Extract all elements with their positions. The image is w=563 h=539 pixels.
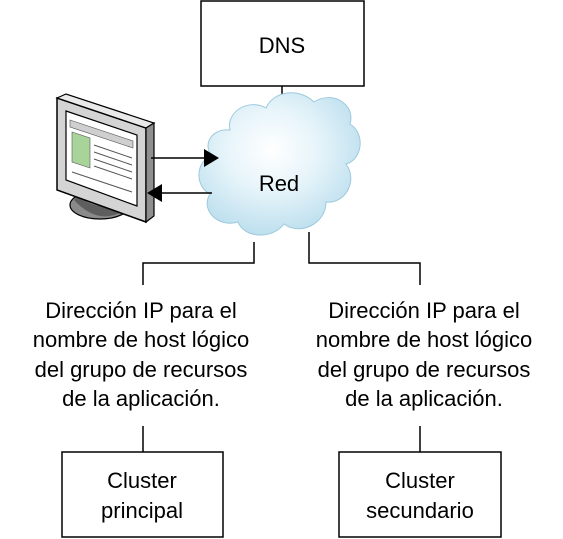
ip-label-right: Dirección IP para el nombre de host lógi… [316, 298, 532, 411]
ip-right-line-3: del grupo de recursos [318, 357, 531, 382]
dns-node: DNS [200, 0, 365, 87]
ip-right-line-2: nombre de host lógico [316, 327, 532, 352]
ip-label-left: Dirección IP para el nombre de host lógi… [33, 298, 249, 411]
dns-box [200, 0, 365, 87]
cluster-secondary-box [338, 451, 502, 538]
cluster-primary-line-2: principal [101, 498, 183, 523]
connector-right [308, 232, 421, 285]
cluster-secondary-line-2: secundario [366, 498, 474, 523]
ip-right-line-1: Dirección IP para el [328, 298, 520, 323]
ip-left-line-3: del grupo de recursos [35, 357, 248, 382]
network-cloud: Red [198, 92, 361, 236]
connector-left [142, 242, 255, 285]
cluster-secondary-line-1: Cluster [385, 468, 455, 493]
monitor-icon [55, 93, 156, 224]
ip-left-line-4: de la aplicación. [62, 386, 220, 411]
dns-label: DNS [259, 33, 305, 58]
cluster-secondary-node: Cluster secundario [338, 451, 502, 538]
cluster-primary-box [61, 451, 224, 538]
arrow-to-network [151, 149, 219, 167]
network-label: Red [259, 171, 299, 196]
cluster-primary-line-1: Cluster [107, 468, 177, 493]
cluster-primary-node: Cluster principal [61, 451, 224, 538]
cloud-icon [198, 92, 361, 236]
ip-right-line-4: de la aplicación. [345, 386, 503, 411]
ip-left-line-1: Dirección IP para el [45, 298, 237, 323]
arrow-from-network [147, 184, 212, 202]
ip-left-line-2: nombre de host lógico [33, 327, 249, 352]
